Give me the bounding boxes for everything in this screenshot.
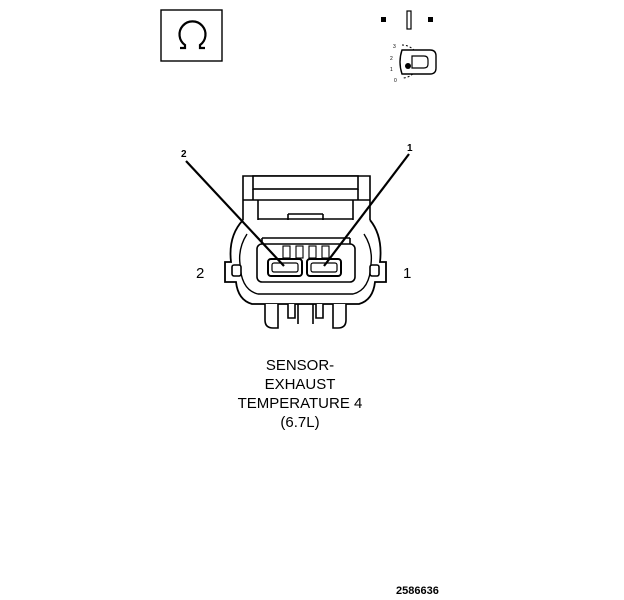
key-position-0: 0 (394, 78, 397, 84)
caption-line-3: TEMPERATURE 4 (237, 395, 363, 412)
ohm-symbol-icon (160, 9, 223, 62)
key-position-3: 3 (393, 44, 396, 50)
figure-number: 2586636 (396, 585, 439, 597)
callout-leaders (185, 153, 410, 267)
key-position-1: 1 (390, 67, 393, 73)
connector-body (224, 175, 387, 329)
caption-line-2: EXHAUST (264, 376, 336, 393)
ignition-key-icon: 3 2 1 0 (381, 10, 437, 84)
pin-1-callout: 1 (407, 143, 413, 154)
pin-1-label: 1 (403, 265, 411, 282)
caption-line-1: SENSOR- (265, 357, 335, 374)
connector-caption: SENSOR- EXHAUST TEMPERATURE 4 (6.7L) (200, 356, 400, 432)
pin-2-leader (185, 160, 285, 267)
caption-line-4: (6.7L) (280, 414, 320, 431)
pin-1-leader (323, 153, 410, 267)
pin-2-callout: 2 (181, 149, 187, 160)
key-position-2: 2 (390, 56, 393, 62)
pin-2-label: 2 (196, 265, 204, 282)
